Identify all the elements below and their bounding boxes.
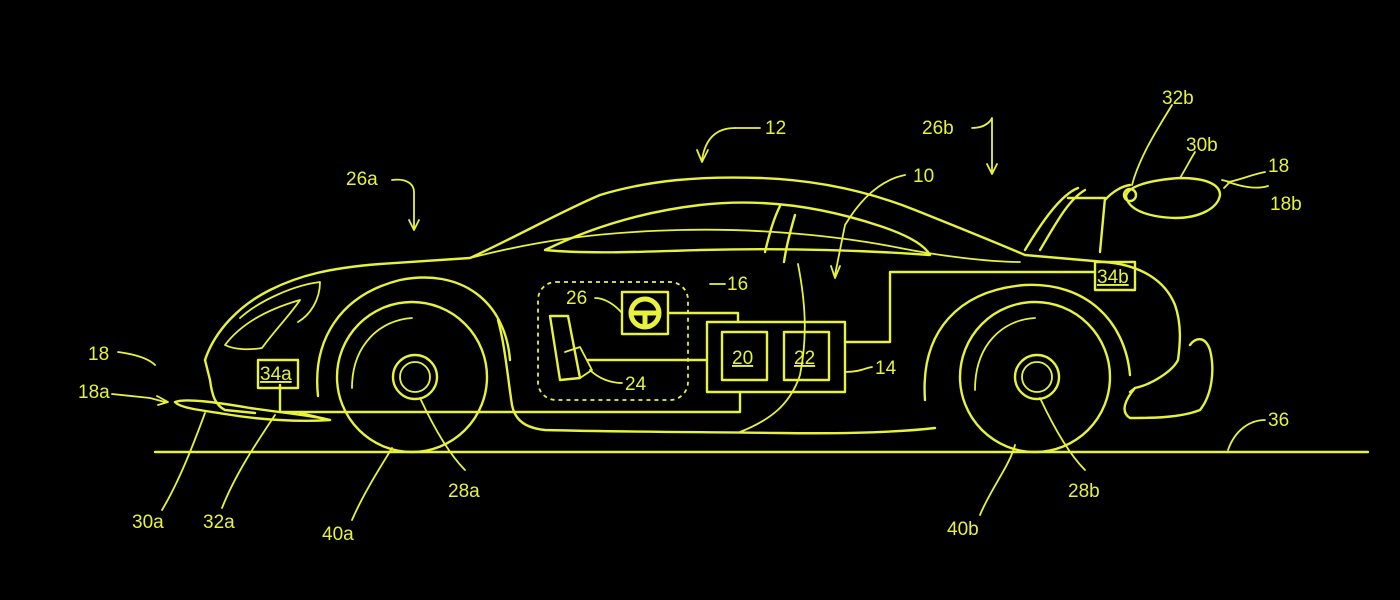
label-16: 16 — [727, 274, 748, 295]
label-10: 10 — [913, 166, 934, 187]
unit-20-box — [720, 330, 769, 382]
label-14: 14 — [875, 358, 897, 379]
rear-tire-inner-arc — [974, 317, 1036, 391]
label-30a: 30a — [132, 512, 164, 533]
label-18-front: 18 — [88, 344, 109, 365]
side-window — [543, 201, 932, 257]
label-40a: 40a — [322, 524, 354, 545]
rear-hub-28b — [1013, 353, 1061, 401]
label-30b: 30b — [1186, 135, 1218, 156]
label-28b: 28b — [1068, 481, 1100, 502]
rear-wing-element-30b — [1124, 176, 1222, 220]
label-26a: 26a — [346, 169, 378, 190]
front-splitter-30a — [173, 399, 332, 422]
rear-wing-pivot-32b — [1122, 187, 1138, 203]
car-body-outline — [203, 176, 1182, 394]
label-28a: 28a — [448, 481, 480, 502]
rear-tire-40b — [958, 300, 1112, 454]
label-12: 12 — [765, 118, 786, 139]
label-36: 36 — [1268, 410, 1289, 431]
door-line — [739, 263, 806, 433]
label-34a: 34a — [260, 364, 292, 385]
rear-wing-stand — [1023, 183, 1132, 254]
label-34b: 34b — [1097, 267, 1129, 288]
rear-wheel-arch — [923, 283, 1132, 402]
label-32b: 32b — [1162, 88, 1194, 109]
roof-line — [469, 228, 1021, 263]
unit-22-box — [782, 330, 831, 382]
label-22: 22 — [794, 348, 815, 369]
label-26b: 26b — [922, 118, 954, 139]
label-26: 26 — [566, 288, 587, 309]
controller-box-14 — [705, 320, 847, 394]
front-intake — [224, 299, 301, 351]
label-24: 24 — [625, 374, 647, 395]
pedal-arm — [564, 346, 593, 379]
front-hub-28a — [391, 353, 439, 401]
label-18b: 18b — [1270, 194, 1302, 215]
wire-controller-to-front — [278, 383, 742, 414]
wire-controller-to-rear — [843, 270, 1097, 344]
actuator-34b-box — [1093, 260, 1137, 292]
interior-box-16 — [537, 281, 689, 401]
label-18-rear: 18 — [1268, 156, 1289, 177]
rear-hub-inner — [1021, 361, 1053, 393]
front-tire-40a — [335, 300, 489, 454]
wire-steering-to-controller — [666, 311, 740, 324]
rear-diffuser — [1123, 338, 1214, 420]
label-40b: 40b — [947, 519, 979, 540]
leader-lines — [111, 104, 1269, 521]
front-hub-inner — [399, 361, 431, 393]
front-tire-inner-arc — [351, 317, 413, 389]
actuator-34a-box — [256, 358, 300, 390]
b-pillar — [763, 204, 797, 264]
front-wheel-arch — [316, 276, 512, 398]
label-32a: 32a — [203, 512, 235, 533]
label-20: 20 — [732, 348, 753, 369]
front-headlight — [239, 281, 321, 323]
steering-wheel-icon — [628, 296, 662, 330]
label-18a: 18a — [78, 382, 110, 403]
sill-line — [496, 318, 937, 435]
